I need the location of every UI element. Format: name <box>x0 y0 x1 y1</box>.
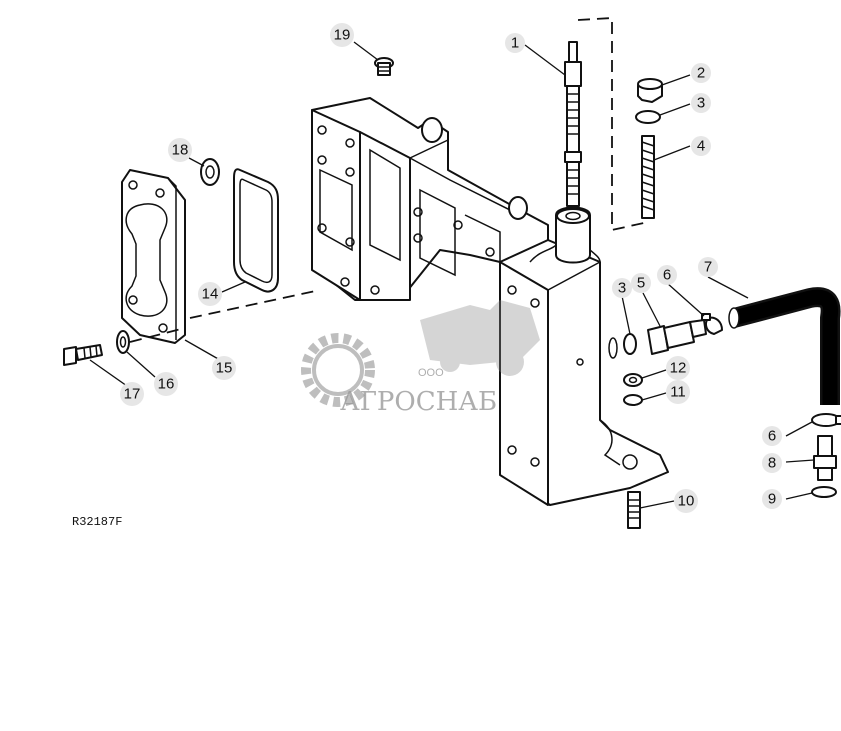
svg-text:12: 12 <box>670 360 687 377</box>
spring-4 <box>641 135 655 219</box>
washer-16 <box>116 330 130 354</box>
callout-6-upper: 6 <box>657 265 677 285</box>
leader-lines <box>89 41 815 509</box>
callout-3-upper: 3 <box>691 93 711 113</box>
watermark-logo: ООО АГРОСНАБ <box>301 300 540 417</box>
washer-11 <box>623 394 643 406</box>
callout-9: 9 <box>762 489 782 509</box>
harvester-icon <box>420 300 540 376</box>
valve-spool <box>564 41 582 207</box>
callout-5: 5 <box>631 273 651 293</box>
gear-icon <box>301 333 375 407</box>
svg-text:9: 9 <box>768 491 776 508</box>
cover-plate <box>121 169 186 344</box>
callout-8: 8 <box>762 453 782 473</box>
svg-text:17: 17 <box>124 386 141 403</box>
cap-2 <box>637 78 663 103</box>
reference-code: R32187F <box>72 515 122 529</box>
o-ring-3-upper <box>635 110 661 124</box>
svg-text:5: 5 <box>637 275 645 292</box>
callout-17: 17 <box>120 382 144 406</box>
callout-12: 12 <box>666 356 690 380</box>
callout-14: 14 <box>198 282 222 306</box>
svg-text:11: 11 <box>670 384 686 401</box>
clamp-6-upper <box>701 313 723 335</box>
fitting-5 <box>647 319 707 355</box>
svg-text:6: 6 <box>768 428 776 445</box>
svg-text:19: 19 <box>334 27 351 44</box>
svg-text:8: 8 <box>768 455 776 472</box>
callout-1: 1 <box>505 33 525 53</box>
plug-18 <box>200 158 220 186</box>
callout-10: 10 <box>674 489 698 513</box>
svg-text:7: 7 <box>704 259 712 276</box>
callout-11: 11 <box>666 380 690 404</box>
callout-4: 4 <box>691 136 711 156</box>
callout-6-lower: 6 <box>762 426 782 446</box>
svg-text:6: 6 <box>663 267 671 284</box>
callout-19: 19 <box>330 23 354 47</box>
callout-7: 7 <box>698 257 718 277</box>
watermark-company-name: АГРОСНАБ <box>340 387 497 417</box>
svg-text:2: 2 <box>697 65 705 82</box>
svg-text:3: 3 <box>697 95 705 112</box>
fitting-8 <box>813 435 837 481</box>
callout-3-lower: 3 <box>612 278 632 298</box>
svg-text:3: 3 <box>618 280 626 297</box>
gasket <box>233 168 279 293</box>
watermark-prefix: ООО <box>418 367 444 379</box>
svg-text:16: 16 <box>158 376 175 393</box>
main-housing <box>311 97 669 506</box>
svg-text:18: 18 <box>172 142 189 159</box>
bolt-17 <box>63 344 103 366</box>
plug-19 <box>374 57 394 76</box>
callout-2: 2 <box>691 63 711 83</box>
svg-text:4: 4 <box>697 138 705 155</box>
svg-text:10: 10 <box>678 493 695 510</box>
callouts: 1 2 3 4 3 5 6 7 6 8 9 10 11 12 14 15 16 … <box>120 23 782 513</box>
assembly-lines <box>129 17 649 343</box>
o-ring-9 <box>811 486 837 498</box>
hose-7 <box>728 287 841 405</box>
o-ring-3-lower <box>623 333 637 355</box>
callout-15: 15 <box>212 356 236 380</box>
callout-16: 16 <box>154 372 178 396</box>
nut-12 <box>623 373 643 387</box>
svg-text:1: 1 <box>511 35 519 52</box>
callout-18: 18 <box>168 138 192 162</box>
svg-text:14: 14 <box>202 286 219 303</box>
svg-text:15: 15 <box>216 360 233 377</box>
stud-10 <box>627 491 641 529</box>
clamp-6-lower <box>811 413 841 427</box>
